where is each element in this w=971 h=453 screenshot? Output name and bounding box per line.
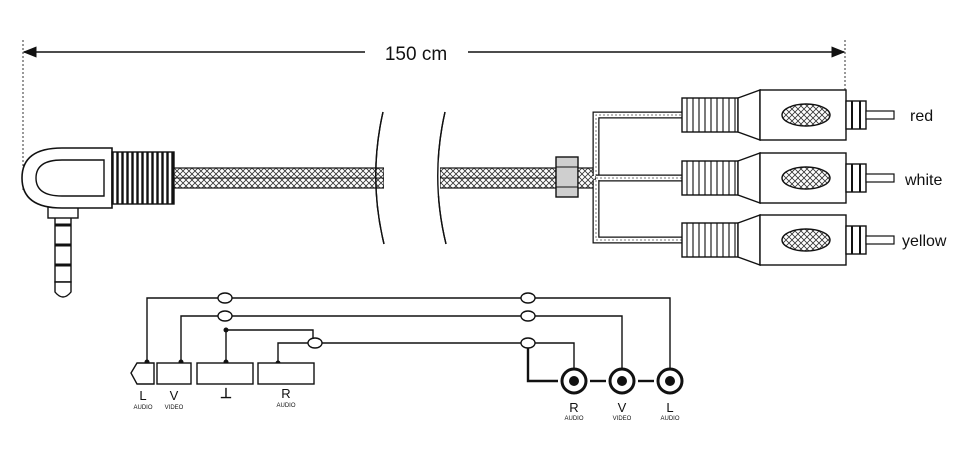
jack-contact-letter: V xyxy=(170,388,179,403)
jack-contact-sub: AUDIO xyxy=(133,405,152,411)
length-label: 150 cm xyxy=(385,44,447,65)
junction-dots xyxy=(144,327,281,366)
plug-label-red: red xyxy=(910,108,933,125)
rca-plug-yellow xyxy=(681,214,895,266)
branch-cables xyxy=(592,111,682,244)
socket-letter: L xyxy=(666,400,673,415)
jack-contacts xyxy=(130,362,315,385)
jack-contact-sub: VIDEO xyxy=(165,405,184,411)
socket-letter: R xyxy=(569,400,578,415)
plug-label-white: white xyxy=(904,172,942,189)
rca-sockets xyxy=(560,367,684,395)
jack-contact-sub: AUDIO xyxy=(276,403,295,409)
shield-symbols xyxy=(217,292,536,349)
main-cable xyxy=(173,111,597,245)
jack-contact-letter: L xyxy=(139,388,146,403)
plug-label-yellow: yellow xyxy=(902,233,947,250)
jack-contact-letter: R xyxy=(281,386,290,401)
rca-plug-red xyxy=(681,89,895,141)
rca-plug-white xyxy=(681,152,895,204)
ground-symbol: ⊥ xyxy=(220,385,232,401)
socket-sub: AUDIO xyxy=(660,416,679,422)
socket-letter: V xyxy=(618,400,627,415)
dimension-line: 150 cm xyxy=(22,40,846,190)
socket-sub: VIDEO xyxy=(613,416,632,422)
jack-connector xyxy=(21,147,175,298)
wiring-schematic xyxy=(146,297,671,383)
socket-sub: AUDIO xyxy=(564,416,583,422)
